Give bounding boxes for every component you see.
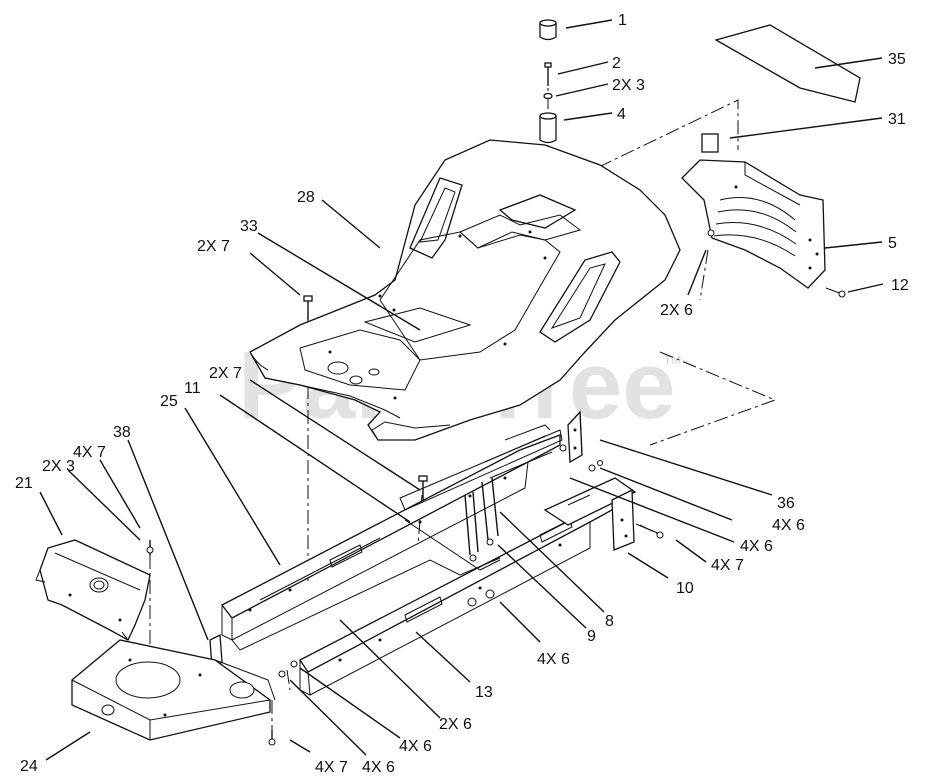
callout-2x7-middle: 2X 7: [209, 365, 242, 382]
part-35-strip[interactable]: [714, 24, 861, 103]
part-28-fender[interactable]: [249, 139, 681, 441]
callout-35: 35: [888, 51, 906, 68]
bolts-2x3-left[interactable]: [146, 540, 154, 555]
part-24-engine-plate[interactable]: [71, 639, 276, 741]
callout-10: 10: [676, 580, 694, 597]
part-1-knob-cap[interactable]: [539, 19, 557, 41]
callout-21: 21: [15, 475, 33, 492]
part-31-decal[interactable]: [701, 133, 719, 153]
callout-4x6-right-upper: 4X 6: [772, 517, 805, 534]
part-9-rod[interactable]: [464, 491, 479, 562]
nuts-4x6-center[interactable]: [467, 589, 495, 607]
part-3-washer[interactable]: [543, 92, 553, 100]
leader-lines: [39, 19, 884, 761]
callout-11: 11: [184, 380, 201, 397]
part-13-right-frame-rail[interactable]: [299, 488, 631, 696]
callout-4x7-bottom: 4X 7: [315, 759, 348, 776]
bolt-2x7-upper[interactable]: [303, 295, 313, 320]
frame-cross-member: [231, 424, 563, 651]
callout-4x6-bottom: 4X 6: [362, 759, 395, 776]
callout-4x6-right-lower: 4X 6: [740, 538, 773, 555]
callout-4x6-bottom-right: 4X 6: [399, 738, 432, 755]
callout-13: 13: [475, 684, 493, 701]
callout-4x6-center: 4X 6: [537, 651, 570, 668]
part-10-rear-bracket[interactable]: [543, 477, 637, 551]
callout-2: 2: [612, 55, 621, 72]
callout-9: 9: [587, 628, 596, 645]
bolts-4x7-bottom[interactable]: [268, 730, 276, 746]
bolt-2x7-lower[interactable]: [418, 475, 428, 500]
callout-2x6-bottom: 2X 6: [439, 716, 472, 733]
callout-8: 8: [605, 613, 614, 630]
part-12-screw[interactable]: [825, 287, 846, 298]
callout-2x3-top: 2X 3: [612, 77, 645, 94]
callout-5: 5: [888, 235, 897, 252]
part-33-plate[interactable]: [363, 307, 472, 343]
part-5-shroud[interactable]: [681, 159, 826, 289]
nuts-4x6-bottom[interactable]: [278, 660, 298, 678]
callout-12: 12: [891, 277, 909, 294]
bolts-4x7-right[interactable]: [635, 523, 664, 539]
callout-4x7-right: 4X 7: [711, 557, 744, 574]
part-2-screw[interactable]: [544, 62, 552, 86]
callout-25: 25: [160, 393, 178, 410]
callout-4: 4: [617, 106, 626, 123]
part-8-rod[interactable]: [481, 477, 499, 546]
part-21-shield[interactable]: [35, 539, 151, 641]
callout-31: 31: [888, 111, 906, 128]
callout-2x7-top: 2X 7: [197, 238, 230, 255]
callout-33: 33: [240, 218, 258, 235]
callout-38: 38: [113, 424, 131, 441]
part-36-bracket[interactable]: [567, 410, 583, 464]
callout-4x7-left: 4X 7: [73, 444, 106, 461]
callout-labels: 1 2 2X 3 4 35 31 28 33 2X 7 5 12 2X 6 2X…: [15, 12, 909, 776]
watermark-trademark: TM: [664, 353, 681, 367]
callout-28: 28: [297, 189, 315, 206]
callout-2x3-left: 2X 3: [42, 458, 75, 475]
washers-4x6-right[interactable]: [559, 444, 603, 472]
callout-36: 36: [777, 495, 795, 512]
part-25-left-frame-rail[interactable]: [221, 434, 561, 641]
callout-2x6-right: 2X 6: [660, 302, 693, 319]
part-4-spacer[interactable]: [539, 112, 557, 144]
callout-24: 24: [20, 758, 38, 775]
callout-1: 1: [618, 12, 627, 29]
